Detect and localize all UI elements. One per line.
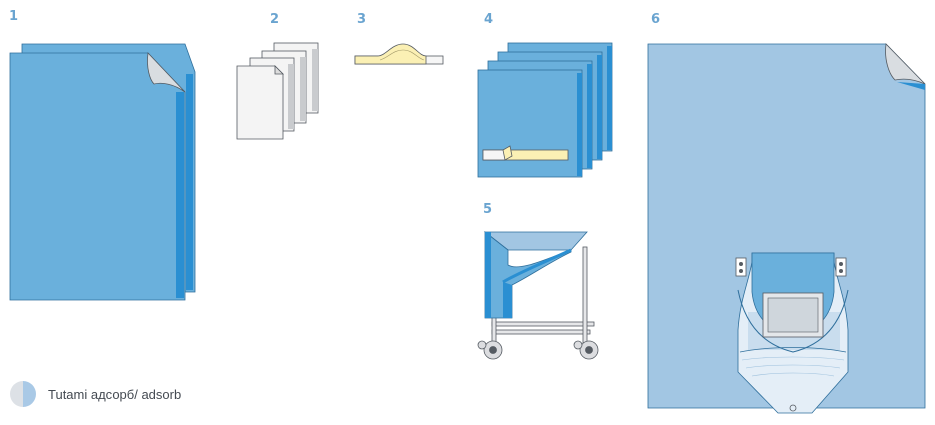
- large-drape-with-pouch-illustration: [648, 44, 925, 413]
- folded-drapes-illustration: [478, 43, 612, 177]
- legend-label: Tutami адсорб/ adsorb: [48, 387, 181, 402]
- drape-sheet-stack-illustration: [10, 44, 195, 300]
- adhesive-tape-illustration: [355, 44, 443, 64]
- legend: Tutami адсорб/ adsorb: [10, 381, 181, 407]
- legend-swatch-icon: [10, 381, 36, 407]
- paper-towels-illustration: [237, 43, 318, 139]
- instrument-table-cover-illustration: [478, 232, 598, 359]
